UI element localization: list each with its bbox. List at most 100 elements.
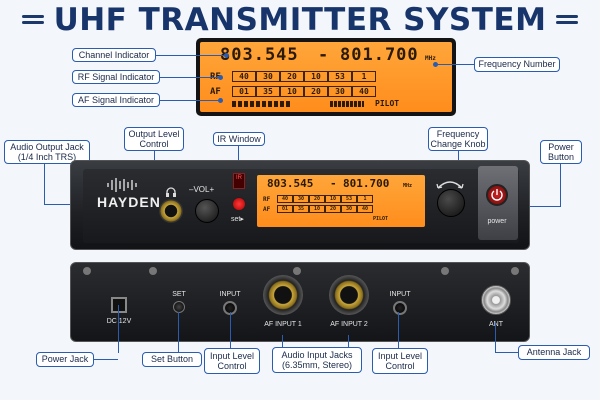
set-button[interactable] bbox=[232, 197, 246, 211]
lcd-af-row: AF 01 35 10 20 30 40 bbox=[210, 86, 376, 97]
lcd-closeup: 803.545 - 801.700 MHz RF 40 30 20 10 53 … bbox=[196, 38, 456, 116]
lcd-unit: MHz bbox=[425, 55, 436, 62]
front-lcd-af-label: AF bbox=[263, 205, 271, 213]
callout-af-signal-indicator: AF Signal Indicator bbox=[72, 93, 160, 107]
leader-line bbox=[495, 352, 519, 354]
leader-line bbox=[512, 206, 561, 208]
callout-ir-window: IR Window bbox=[213, 132, 265, 146]
front-lcd-af-cell: 35 bbox=[293, 205, 309, 213]
callout-channel-indicator: Channel Indicator bbox=[72, 48, 156, 62]
callout-audio-input-jacks: Audio Input Jacks (6.35mm, Stereo) bbox=[272, 347, 362, 373]
power-label: power bbox=[487, 218, 507, 225]
receiver-back-panel: DC 12V SET INPUT AF INPUT 1 AF INPUT 2 I… bbox=[70, 262, 530, 342]
receiver-front-panel: HAYDEN –VOL+ IR set▸ 803.545 - 801.700 M… bbox=[70, 160, 530, 250]
screw-icon bbox=[511, 267, 519, 275]
leader-line bbox=[238, 146, 240, 168]
callout-power-button: Power Button bbox=[540, 140, 582, 164]
screw-icon bbox=[441, 267, 449, 275]
set-label: set▸ bbox=[231, 216, 244, 223]
power-button[interactable] bbox=[486, 184, 508, 206]
lcd-rf-cell: 1 bbox=[352, 71, 376, 82]
back-set-label: SET bbox=[172, 291, 186, 298]
front-lcd-rf-cell: 10 bbox=[325, 195, 341, 203]
af-input-2-jack[interactable] bbox=[329, 275, 369, 315]
lcd-af-label: AF bbox=[210, 86, 221, 97]
front-lcd-af-cell: 01 bbox=[277, 205, 293, 213]
antenna-jack[interactable] bbox=[481, 285, 511, 315]
lcd-frequency-number: 801.700 bbox=[340, 45, 419, 65]
leader-line bbox=[436, 64, 474, 66]
leader-dot bbox=[218, 98, 223, 103]
hayden-logo-icon bbox=[99, 177, 149, 192]
front-lcd-af-cell: 20 bbox=[325, 205, 341, 213]
front-lcd-af-row: AF 01 35 10 20 30 40 bbox=[263, 205, 373, 213]
leader-line bbox=[398, 312, 400, 348]
lcd-dash: - bbox=[318, 45, 330, 65]
front-lcd-rf-cell: 40 bbox=[277, 195, 293, 203]
lcd-screen: 803.545 - 801.700 MHz RF 40 30 20 10 53 … bbox=[200, 42, 452, 112]
lcd-af-cell: 35 bbox=[256, 86, 280, 97]
brand-label: HAYDEN bbox=[97, 194, 161, 210]
leader-line bbox=[348, 335, 350, 347]
frequency-change-knob[interactable] bbox=[437, 189, 465, 217]
lcd-pilot-label: PILOT bbox=[375, 99, 400, 108]
leader-line bbox=[118, 305, 120, 353]
leader-dot bbox=[433, 62, 438, 67]
screw-icon bbox=[149, 267, 157, 275]
power-panel: power bbox=[478, 166, 518, 240]
front-lcd-rf-label: RF bbox=[263, 195, 271, 203]
leader-line bbox=[282, 335, 284, 347]
front-lcd: 803.545 - 801.700 MHz RF 40 30 20 10 53 … bbox=[257, 175, 425, 227]
audio-output-jack[interactable] bbox=[159, 199, 183, 223]
lcd-rf-cell: 40 bbox=[232, 71, 256, 82]
lcd-rf-cell: 20 bbox=[280, 71, 304, 82]
ir-label: IR bbox=[236, 175, 242, 181]
title-left-decoration bbox=[21, 15, 44, 25]
volume-label: –VOL+ bbox=[189, 185, 215, 194]
screw-icon bbox=[293, 267, 301, 275]
front-lcd-af-cell: 30 bbox=[341, 205, 357, 213]
leader-line bbox=[156, 55, 226, 57]
screw-icon bbox=[83, 267, 91, 275]
lcd-rf-cell: 10 bbox=[304, 71, 328, 82]
input-level-knob-right[interactable] bbox=[393, 301, 407, 315]
callout-set-button: Set Button bbox=[142, 352, 202, 367]
lcd-channel-frequency: 803.545 bbox=[220, 45, 299, 65]
headphone-icon bbox=[165, 183, 177, 197]
callout-frequency-change-knob: Frequency Change Knob bbox=[428, 127, 488, 151]
lcd-af-cell: 20 bbox=[304, 86, 328, 97]
lcd-rf-row: RF 40 30 20 10 53 1 bbox=[210, 71, 376, 82]
front-lcd-rf-cell: 20 bbox=[309, 195, 325, 203]
af-input-1-label: AF INPUT 1 bbox=[264, 321, 302, 328]
volume-knob[interactable] bbox=[195, 199, 219, 223]
lcd-af-cell: 01 bbox=[232, 86, 256, 97]
lcd-af-cell: 30 bbox=[328, 86, 352, 97]
callout-input-level-control-right: Input Level Control bbox=[372, 348, 428, 374]
lcd-af-cell: 10 bbox=[280, 86, 304, 97]
front-lcd-rf-cell: 1 bbox=[357, 195, 373, 203]
callout-output-level-control: Output Level Control bbox=[124, 127, 184, 151]
leader-dot bbox=[224, 53, 229, 58]
front-lcd-rf-row: RF 40 30 20 10 53 1 bbox=[263, 195, 373, 203]
lcd-af-meter bbox=[232, 101, 292, 107]
af-input-2-label: AF INPUT 2 bbox=[330, 321, 368, 328]
front-lcd-freq-b: 801.700 bbox=[343, 177, 390, 190]
front-lcd-unit: MHz bbox=[403, 183, 413, 189]
lcd-rf-cell: 53 bbox=[328, 71, 352, 82]
rotate-arrow-icon bbox=[435, 175, 465, 189]
front-lcd-freq-a: 803.545 bbox=[267, 177, 314, 190]
leader-line bbox=[160, 100, 220, 102]
callout-rf-signal-indicator: RF Signal Indicator bbox=[72, 70, 160, 84]
front-lcd-af-cell: 10 bbox=[309, 205, 325, 213]
leader-line bbox=[560, 164, 562, 206]
input-left-label: INPUT bbox=[219, 291, 241, 298]
af-input-1-jack[interactable] bbox=[263, 275, 303, 315]
page-title: UHF TRANSMITTER SYSTEM bbox=[0, 0, 600, 40]
leader-line bbox=[178, 312, 180, 352]
lcd-af-cell: 40 bbox=[352, 86, 376, 97]
power-icon bbox=[491, 189, 503, 201]
front-lcd-af-cell: 40 bbox=[357, 205, 373, 213]
front-lcd-rf-cell: 30 bbox=[293, 195, 309, 203]
input-right-label: INPUT bbox=[389, 291, 411, 298]
front-lcd-dash: - bbox=[330, 177, 337, 190]
